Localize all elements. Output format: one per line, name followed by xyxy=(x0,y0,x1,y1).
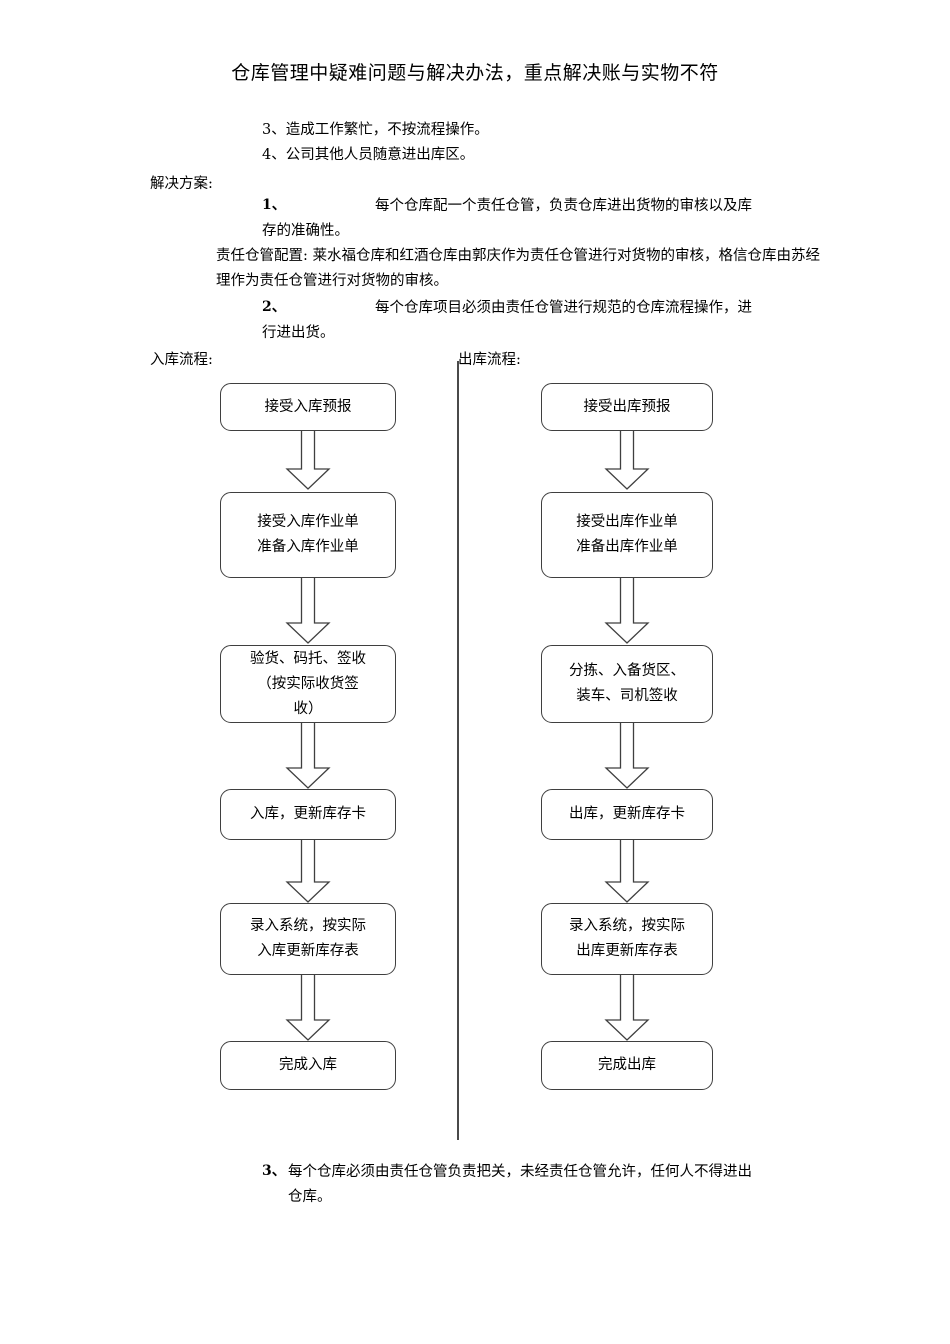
inbound-arrow-3 xyxy=(277,723,339,791)
outbound-arrow-3 xyxy=(596,723,658,791)
outbound-node-1: 接受出库预报 xyxy=(541,383,713,431)
inbound-node-2-line-2: 准备入库作业单 xyxy=(257,539,359,555)
solution-item-1-number: 1、 xyxy=(262,197,286,213)
inbound-flow-label: 入库流程: xyxy=(150,352,213,368)
inbound-node-5: 录入系统，按实际 入库更新库存表 xyxy=(220,903,396,975)
inbound-node-6-line-1: 完成入库 xyxy=(279,1057,337,1073)
problem-4-num: 4、 xyxy=(262,147,286,163)
outbound-flow-label: 出库流程: xyxy=(458,352,521,368)
outbound-arrow-1 xyxy=(596,431,658,492)
inbound-arrow-5 xyxy=(277,975,339,1043)
inbound-node-3-line-2: （按实际收货签 xyxy=(257,675,359,692)
outbound-node-2: 接受出库作业单 准备出库作业单 xyxy=(541,492,713,578)
outbound-node-5: 录入系统，按实际 出库更新库存表 xyxy=(541,903,713,975)
inbound-node-5-line-2: 入库更新库存表 xyxy=(257,943,359,959)
inbound-node-2: 接受入库作业单 准备入库作业单 xyxy=(220,492,396,578)
inbound-node-3-line-1: 验货、码托、签收 xyxy=(250,650,366,667)
column-divider xyxy=(457,361,459,1140)
inbound-node-3: 验货、码托、签收 （按实际收货签 收） xyxy=(220,645,396,723)
inbound-node-1-line-1: 接受入库预报 xyxy=(264,398,352,415)
inbound-node-1: 接受入库预报 xyxy=(220,383,396,431)
page-title: 仓库管理中疑难问题与解决办法，重点解决账与实物不符 xyxy=(231,62,719,84)
solution-item-1-line1: 每个仓库配一个责任仓管，负责仓库进出货物的审核以及库 xyxy=(375,198,752,214)
outbound-node-2-line-2: 准备出库作业单 xyxy=(576,539,678,555)
inbound-node-3-line-3: 收） xyxy=(293,700,323,717)
inbound-arrow-2 xyxy=(277,578,339,646)
solution-item-2-line1: 每个仓库项目必须由责任仓管进行规范的仓库流程操作，进 xyxy=(375,300,752,316)
outbound-arrow-4 xyxy=(596,840,658,905)
outbound-node-3: 分拣、入备货区、 装车、司机签收 xyxy=(541,645,713,723)
outbound-node-5-line-1: 录入系统，按实际 xyxy=(569,918,685,934)
responsibility-note: 责任仓管配置: 莱水福仓库和红酒仓库由郭庆作为责任仓管进行对货物的审核，格信仓库… xyxy=(216,248,820,289)
solution-item-1-line2: 存的准确性。 xyxy=(262,223,349,239)
outbound-node-4: 出库，更新库存卡 xyxy=(541,789,713,840)
problem-4-text: 公司其他人员随意进出库区。 xyxy=(285,147,475,163)
problem-line-3: 3、造成工作繁忙，不按流程操作。 xyxy=(262,118,489,143)
inbound-arrow-4 xyxy=(277,840,339,905)
problem-3-num: 3、 xyxy=(262,122,286,138)
outbound-node-6: 完成出库 xyxy=(541,1041,713,1090)
inbound-arrow-1 xyxy=(277,431,339,492)
outbound-node-5-line-2: 出库更新库存表 xyxy=(576,943,678,959)
inbound-node-5-line-1: 录入系统，按实际 xyxy=(250,918,366,934)
outbound-arrow-2 xyxy=(596,578,658,646)
outbound-arrow-5 xyxy=(596,975,658,1043)
solution-heading: 解决方案: xyxy=(150,176,213,192)
inbound-node-4: 入库，更新库存卡 xyxy=(220,789,396,840)
outbound-node-4-line-1: 出库，更新库存卡 xyxy=(569,806,685,822)
footer-item-line2: 仓库。 xyxy=(288,1189,332,1205)
outbound-node-6-line-1: 完成出库 xyxy=(598,1057,656,1073)
outbound-node-3-line-2: 装车、司机签收 xyxy=(576,688,678,704)
problem-3-text: 造成工作繁忙，不按流程操作。 xyxy=(285,122,489,138)
outbound-node-3-line-1: 分拣、入备货区、 xyxy=(569,663,685,679)
solution-item-2-number: 2、 xyxy=(262,299,286,315)
outbound-node-1-line-1: 接受出库预报 xyxy=(583,398,671,415)
inbound-node-2-line-1: 接受入库作业单 xyxy=(257,514,359,530)
footer-item-line1: 每个仓库必须由责任仓管负责把关，未经责任仓管允许，任何人不得进出 xyxy=(288,1164,752,1180)
inbound-node-6: 完成入库 xyxy=(220,1041,396,1090)
problem-line-4: 4、公司其他人员随意进出库区。 xyxy=(262,143,474,168)
outbound-node-2-line-1: 接受出库作业单 xyxy=(576,514,678,530)
solution-item-2-line2: 行进出货。 xyxy=(262,325,335,341)
footer-item-number: 3、 xyxy=(262,1163,286,1179)
inbound-node-4-line-1: 入库，更新库存卡 xyxy=(250,806,366,822)
